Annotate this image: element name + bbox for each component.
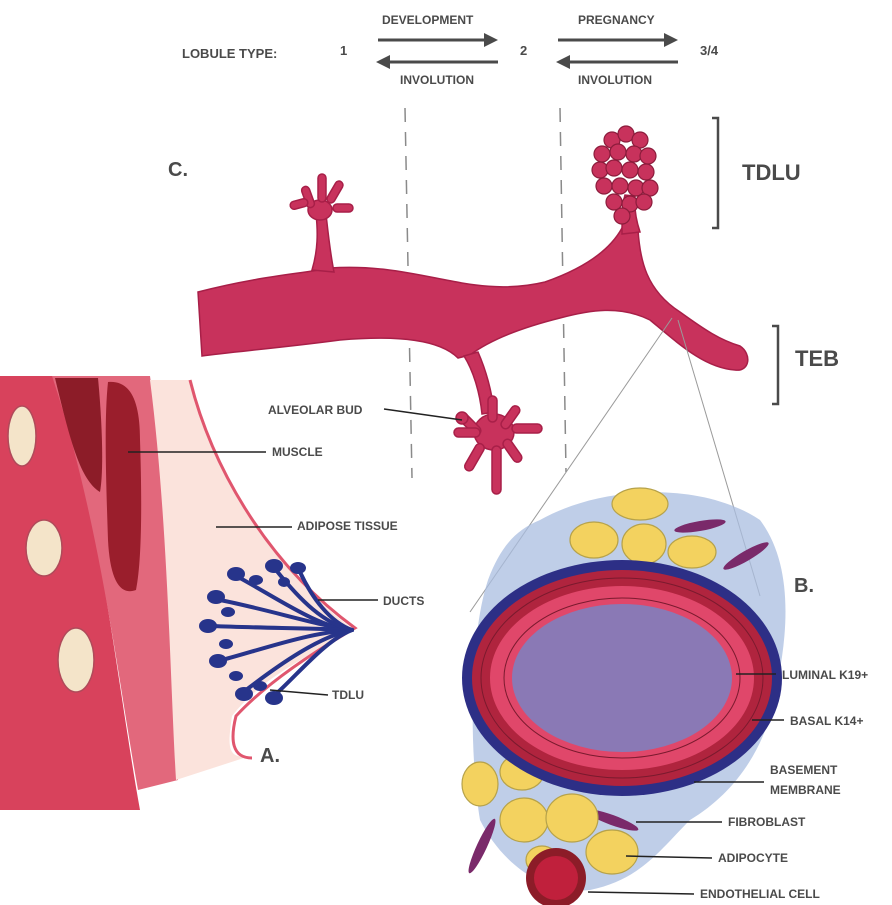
involution-label-1: INVOLUTION — [400, 73, 474, 87]
development-arrow — [378, 33, 498, 47]
breast-section — [0, 376, 355, 810]
basement-label-line2: MEMBRANE — [770, 783, 841, 797]
teb-bracket — [772, 326, 778, 404]
endothelial-pointer — [588, 892, 694, 894]
duct-cross-section — [462, 488, 785, 905]
lobule-type-2: 2 — [520, 43, 527, 58]
basal-label: BASAL K14+ — [790, 714, 863, 728]
muscle-label: MUSCLE — [272, 445, 323, 459]
alveolar-bud-label: ALVEOLAR BUD — [268, 403, 363, 417]
involution-arrow-2 — [556, 55, 678, 69]
muscle-dark-lower — [106, 382, 142, 591]
rib-3 — [58, 628, 94, 692]
tdlu-label: TDLU — [742, 160, 801, 185]
lobule-type-title: LOBULE TYPE: — [182, 46, 277, 61]
rib-1 — [8, 406, 36, 466]
main-duct — [198, 228, 748, 370]
type1-branch — [312, 214, 334, 272]
type2-alveolar-bud — [454, 396, 542, 494]
involution-arrow-1 — [376, 55, 498, 69]
lobule-type-1: 1 — [340, 43, 347, 58]
type3-tdlu-cluster — [592, 126, 658, 224]
adipocyte-label: ADIPOCYTE — [718, 851, 788, 865]
alveolar-bud-pointer — [384, 409, 462, 420]
panel-label-c: C. — [168, 159, 188, 181]
involution-label-2: INVOLUTION — [578, 73, 652, 87]
development-label: DEVELOPMENT — [382, 13, 474, 27]
panel-label-b: B. — [794, 575, 814, 597]
adipose-label: ADIPOSE TISSUE — [297, 519, 398, 533]
ducts-label: DUCTS — [383, 594, 424, 608]
fibroblast-label: FIBROBLAST — [728, 815, 806, 829]
basement-label-line1: BASEMENT — [770, 763, 838, 777]
lumen — [512, 604, 732, 752]
teb-label: TEB — [795, 346, 839, 371]
tdlu-bracket — [712, 118, 718, 228]
lobule-type-3-4: 3/4 — [700, 43, 719, 58]
duct-tree — [198, 195, 748, 414]
panel-label-a: A. — [260, 745, 280, 767]
pregnancy-label: PREGNANCY — [578, 13, 655, 27]
tdlu-a-label: TDLU — [332, 688, 364, 702]
endothelial-label: ENDOTHELIAL CELL — [700, 887, 820, 901]
luminal-label: LUMINAL K19+ — [782, 668, 868, 682]
type1-lobule — [289, 174, 353, 220]
lobule-type-row: LOBULE TYPE: 1 2 3/4 DEVELOPMENT PREGNAN… — [182, 13, 719, 87]
rib-2 — [26, 520, 62, 576]
pregnancy-arrow — [558, 33, 678, 47]
